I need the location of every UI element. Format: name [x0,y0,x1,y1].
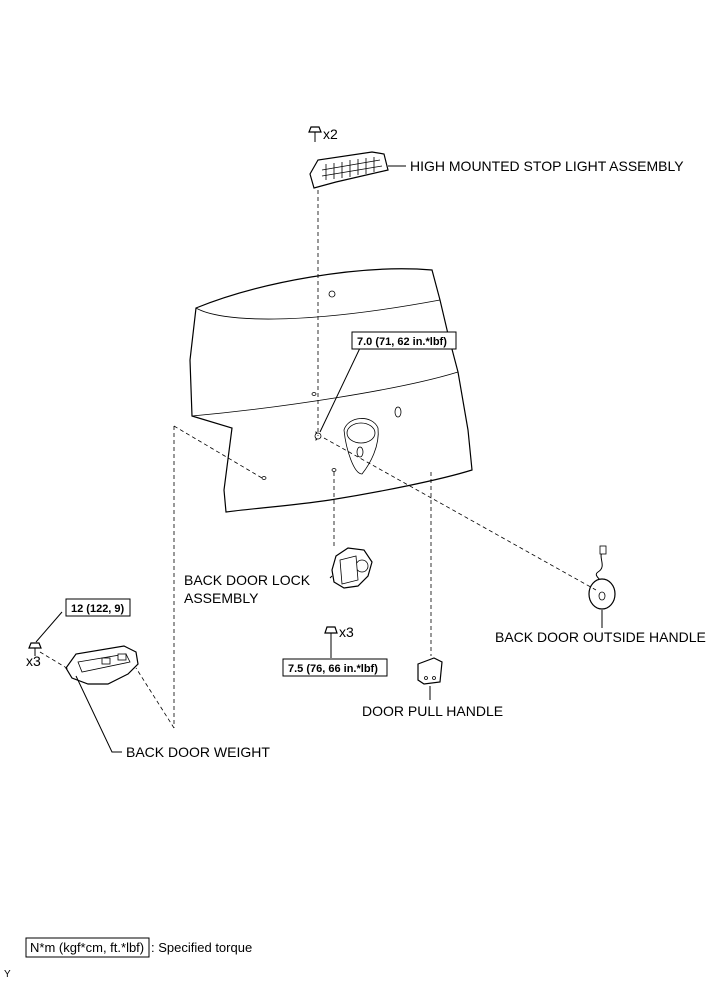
back-door-lock-assembly [331,547,373,589]
torque-callout-outside-handle: 7.0 (71, 62 in.*lbf) [351,331,457,350]
torque-callout-lock: 7.5 (76, 66 in.*lbf) [282,658,388,677]
back-door-weight [65,645,139,685]
pull-handle-label: DOOR PULL HANDLE [362,703,503,719]
stop-light-qty: x2 [323,126,338,142]
torque-text: 12 (122, 9) [71,603,125,615]
torque-callout-weight: 12 (122, 9) [65,598,131,617]
weight-label: BACK DOOR WEIGHT [126,744,270,760]
lock-label-line2: ASSEMBLY [184,590,259,606]
lock-label-line1: BACK DOOR LOCK [184,572,311,588]
back-door-outside-handle [588,545,616,610]
stop-light-label: HIGH MOUNTED STOP LIGHT ASSEMBLY [410,158,684,174]
lock-bolt-qty: x3 [339,624,354,640]
legend-description: : Specified torque [151,940,252,955]
outside-handle-label: BACK DOOR OUTSIDE HANDLE [495,629,706,645]
weight-bolt [28,642,42,656]
assembly-lines [39,190,597,729]
lock-bolt [324,626,338,642]
door-pull-handle [417,657,443,685]
weight-bolt-qty: x3 [26,653,41,669]
torque-text: 7.0 (71, 62 in.*lbf) [357,336,447,348]
stop-light-assembly [309,151,389,189]
torque-text: 7.5 (76, 66 in.*lbf) [288,663,378,675]
leader-lines [35,165,603,753]
corner-code: Y [4,969,11,980]
stop-light-screw [308,126,322,142]
torque-legend: N*m (kgf*cm, ft.*lbf) : Specified torque [25,937,252,958]
back-door-panel [189,268,473,513]
legend-unit: N*m (kgf*cm, ft.*lbf) [30,940,144,955]
